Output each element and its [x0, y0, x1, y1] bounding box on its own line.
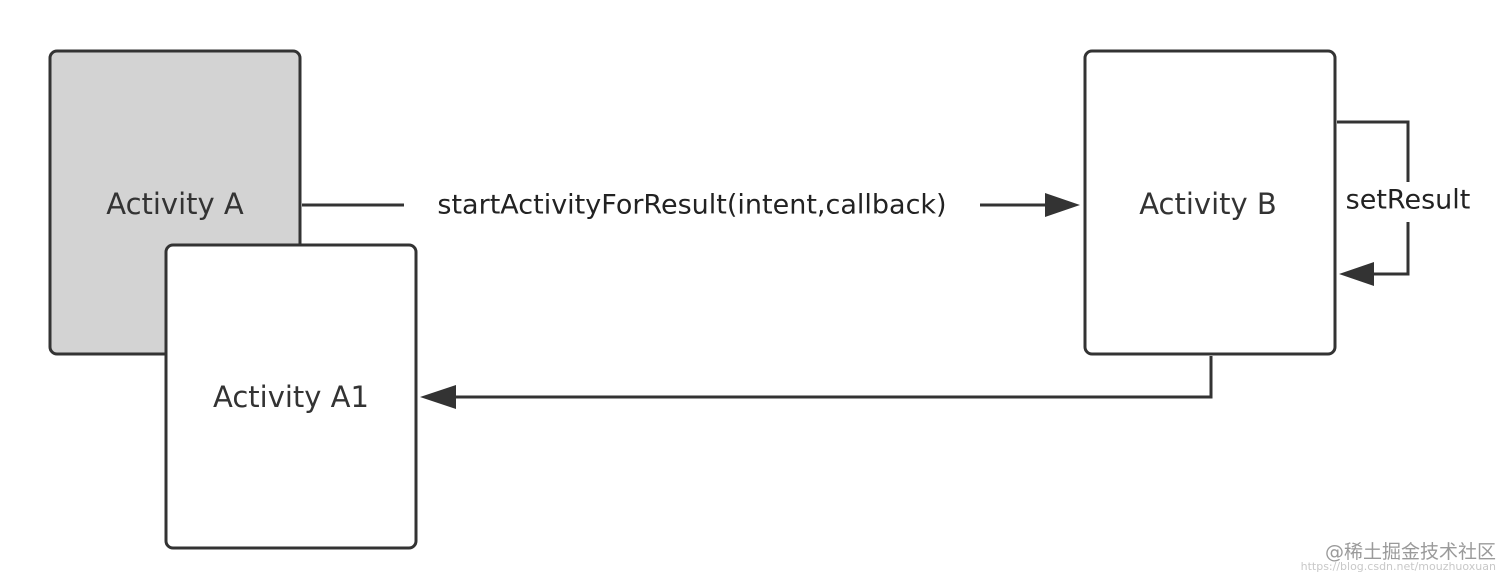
edge-return-arrow-head — [420, 385, 456, 409]
edge-start-arrow-head — [1045, 193, 1080, 217]
node-activity-b-label: Activity B — [1139, 187, 1277, 221]
edge-set-result-arrow-head — [1339, 262, 1374, 286]
edge-set-result: setResult — [1337, 120, 1480, 286]
node-activity-b: Activity B — [1083, 49, 1337, 356]
watermark-text: @稀土掘金技术社区 — [1325, 541, 1496, 563]
watermark: https://blog.csdn.net/mouzhuoxuan @稀土掘金技… — [1301, 541, 1496, 573]
watermark-url: https://blog.csdn.net/mouzhuoxuan — [1301, 560, 1496, 573]
edge-return-line — [456, 356, 1213, 399]
edge-set-result-label-bg — [1338, 182, 1480, 222]
node-activity-a-label: Activity A — [106, 187, 244, 221]
node-activity-b-box — [1083, 49, 1337, 356]
node-activity-a1-label: Activity A1 — [213, 380, 369, 414]
edge-set-result-label: setResult — [1346, 185, 1471, 216]
edge-start-activity-for-result: startActivityForResult(intent,callback) — [302, 190, 1080, 221]
edge-start-label: startActivityForResult(intent,callback) — [437, 190, 946, 221]
node-activity-a1-box — [164, 243, 418, 550]
node-activity-a1: Activity A1 — [164, 243, 418, 550]
edge-return-to-a1 — [420, 356, 1213, 409]
